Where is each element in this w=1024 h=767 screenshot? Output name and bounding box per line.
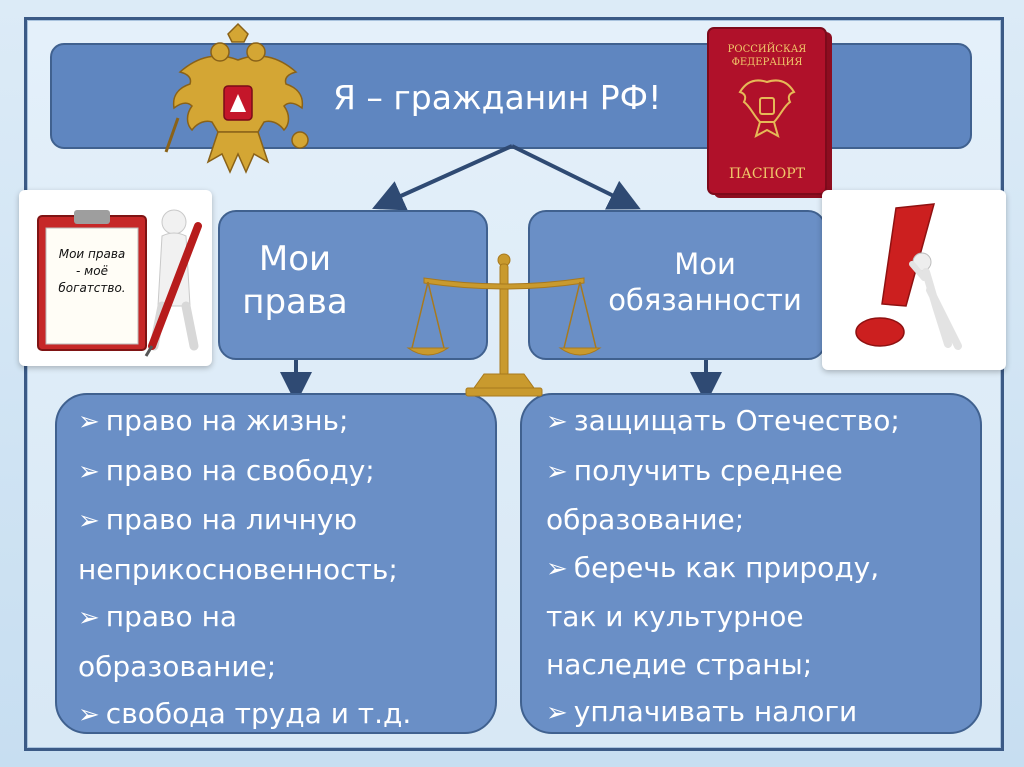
list-item: ➢беречь как природу, xyxy=(546,550,880,584)
arrow-to-duties xyxy=(511,144,641,210)
list-item: ➢право на жизнь; xyxy=(78,404,349,437)
passport-country-line2: ФЕДЕРАЦИЯ xyxy=(732,57,803,68)
passport-icon: РОССИЙСКАЯ ФЕДЕРАЦИЯ ПАСПОРТ xyxy=(707,27,832,198)
list-item: ➢право на xyxy=(78,600,238,633)
duties-heading-box xyxy=(528,210,826,360)
bullet-arrow-icon: ➢ xyxy=(546,456,568,487)
passport-country-line1: РОССИЙСКАЯ xyxy=(728,43,807,55)
list-item: ➢уплачивать налоги xyxy=(546,695,858,728)
bullet-arrow-icon: ➢ xyxy=(78,456,100,487)
scales-icon xyxy=(406,253,602,397)
list-item: ➢право на личную xyxy=(78,503,358,536)
list-item-continuation: неприкосновенность; xyxy=(78,552,398,586)
rights-list: ➢право на жизнь; ➢право на свободу; ➢пра… xyxy=(78,397,411,740)
page-title: Я – гражданин РФ! xyxy=(333,78,662,117)
duties-heading: Мои обязанности xyxy=(590,246,820,319)
bullet-arrow-icon: ➢ xyxy=(546,553,568,584)
duties-heading-line2: обязанности xyxy=(608,283,802,318)
rights-list-box xyxy=(55,393,497,734)
bullet-arrow-icon: ➢ xyxy=(78,506,100,536)
bullet-arrow-icon: ➢ xyxy=(78,407,100,437)
passport-label: ПАСПОРТ xyxy=(729,166,806,182)
list-item: ➢право на свободу; xyxy=(78,453,375,487)
list-item: ➢защищать Отечество; xyxy=(546,404,900,437)
bullet-arrow-icon: ➢ xyxy=(546,407,568,437)
list-item: ➢свобода труда и т.д. xyxy=(78,697,412,730)
bullet-arrow-icon: ➢ xyxy=(78,603,100,633)
duties-heading-line1: Мои xyxy=(674,247,736,281)
clipboard-line1: Мои права xyxy=(59,247,126,261)
exclamation-figure-icon xyxy=(855,203,962,350)
list-item: ➢получить среднее xyxy=(546,453,843,487)
rights-heading-line2: права xyxy=(242,281,348,322)
duties-list-box xyxy=(520,393,982,734)
list-item-continuation: образование; xyxy=(78,649,277,683)
duties-list: ➢защищать Отечество; ➢получить среднее о… xyxy=(546,397,900,738)
list-item-continuation: наследие страны; xyxy=(546,647,813,681)
bullet-arrow-icon: ➢ xyxy=(78,700,100,730)
arrow-to-rights xyxy=(372,144,513,211)
list-item-continuation: так и культурное xyxy=(546,600,804,633)
rights-heading-line1: Мои xyxy=(258,239,332,279)
bullet-arrow-icon: ➢ xyxy=(546,698,568,728)
clipboard-line2: - моё xyxy=(76,264,108,278)
clipboard-line3: богатство. xyxy=(58,281,125,295)
rights-heading: Мои права xyxy=(225,238,365,323)
clipboard-figure-icon: Мои права - моё богатство. xyxy=(37,209,202,357)
coat-of-arms-icon xyxy=(164,22,309,174)
list-item-continuation: образование; xyxy=(546,503,745,536)
